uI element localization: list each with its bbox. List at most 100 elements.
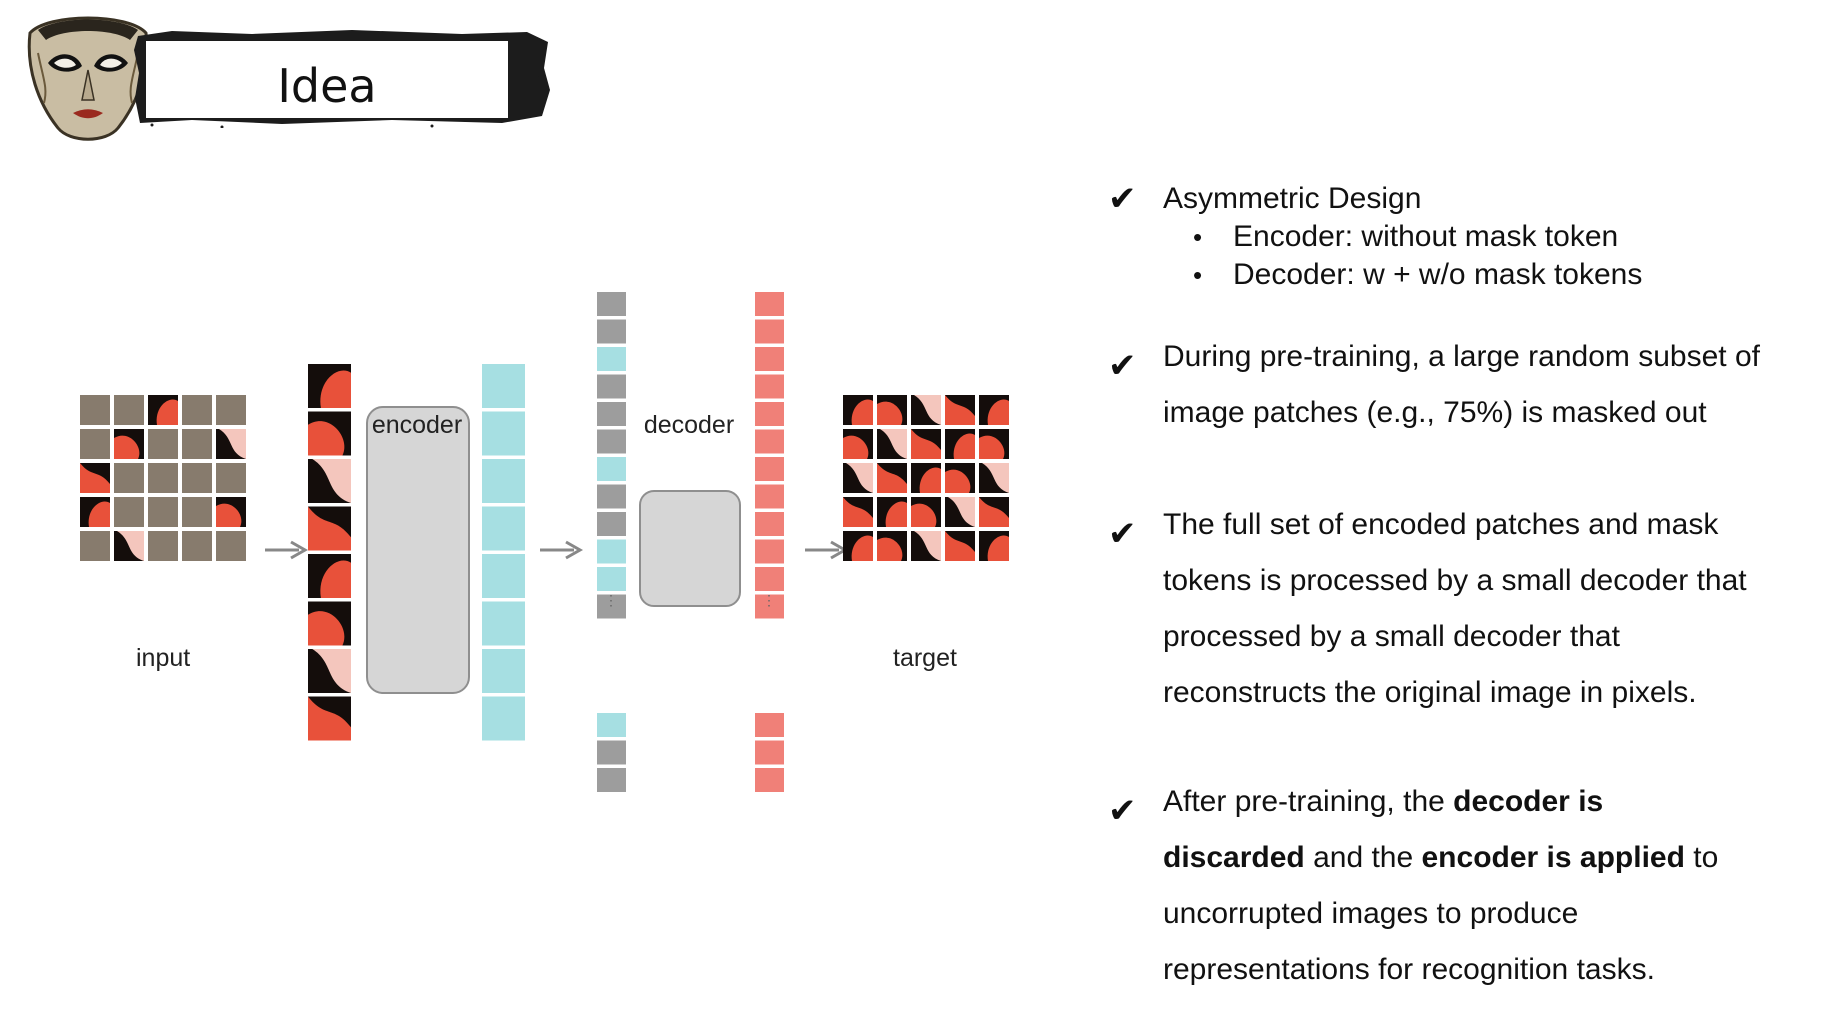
input-masked-patch: [148, 463, 178, 493]
text-run: to uncorrupted images to produce represe…: [1163, 841, 1719, 986]
output-token: [755, 319, 784, 344]
mask-token: [597, 374, 626, 399]
encoded-token: [482, 601, 525, 646]
venetian-mask-logo: [18, 8, 158, 158]
title-banner: [132, 28, 552, 129]
target-patch-shape: [851, 535, 873, 561]
input-visible-patch-shape: [80, 463, 110, 493]
target-patch-shape: [911, 503, 937, 527]
visible-patch-shape: [320, 370, 351, 408]
encoded-token: [597, 713, 626, 737]
visible-patch-shape: [308, 696, 351, 741]
encoded-token: [597, 347, 626, 371]
bullet-text: After pre-training, the decoder is disca…: [1163, 774, 1753, 998]
output-token: [755, 347, 784, 371]
check-icon: ✔: [1108, 514, 1137, 554]
target-label: target: [893, 644, 957, 672]
output-token: [755, 539, 784, 564]
arrow-head: [565, 540, 584, 560]
input-masked-patch: [114, 395, 144, 425]
input-masked-patch: [148, 497, 178, 527]
check-icon: ✔: [1108, 179, 1137, 219]
output-token: [755, 429, 784, 454]
sub-bullet-item: Encoder: without mask token: [1193, 218, 1808, 256]
target-patch-shape: [979, 497, 1009, 527]
encoded-token: [597, 567, 626, 591]
input-masked-patch: [80, 429, 110, 459]
input-masked-patch: [182, 429, 212, 459]
output-token: [755, 457, 784, 481]
bullet-text: During pre-training, a large random subs…: [1163, 340, 1760, 429]
encoded-token: [482, 554, 525, 598]
bold-text-run: encoder is applied: [1421, 841, 1685, 874]
target-patch-shape: [880, 429, 907, 459]
visible-patch-shape: [312, 649, 351, 693]
output-token: [755, 740, 784, 765]
target-patch-shape: [846, 463, 873, 493]
input-masked-patch: [80, 531, 110, 561]
decoder-box: [639, 490, 741, 607]
mask-token: [597, 484, 626, 509]
target-patch-shape: [885, 501, 907, 527]
input-visible-patch-shape: [114, 435, 140, 459]
target-patch-shape: [953, 433, 975, 459]
visible-patch-shape: [312, 459, 351, 503]
target-patch-shape: [843, 435, 869, 459]
mask-token: [597, 319, 626, 344]
encoded-token: [482, 459, 525, 503]
target-patch-shape: [945, 531, 975, 561]
text-run: After pre-training, the: [1163, 785, 1454, 818]
encoded-token: [482, 364, 525, 408]
input-masked-patch: [216, 531, 246, 561]
encoded-token: [482, 649, 525, 693]
target-patch-shape: [919, 467, 941, 493]
encoder-box: [366, 406, 470, 694]
slide-title: Idea: [277, 59, 377, 113]
input-masked-patch: [182, 531, 212, 561]
target-patch-shape: [987, 399, 1009, 425]
target-patch-shape: [987, 535, 1009, 561]
input-visible-patch-shape: [88, 501, 110, 527]
target-patch-shape: [914, 531, 941, 561]
target-patch-shape: [877, 537, 903, 561]
target-patch-shape: [945, 395, 975, 425]
visible-patch-shape: [308, 421, 345, 456]
visible-patch-shape: [320, 560, 351, 598]
mask-token: [597, 402, 626, 426]
output-token: [755, 374, 784, 399]
ellipsis-icon: ⋮: [762, 592, 776, 608]
bullet-text: The full set of encoded patches and mask…: [1163, 508, 1747, 709]
input-masked-patch: [114, 497, 144, 527]
check-icon: ✔: [1108, 346, 1137, 386]
check-icon: ✔: [1108, 791, 1137, 831]
encoded-token: [482, 506, 525, 551]
output-token: [755, 594, 784, 619]
arrow-head: [290, 540, 309, 560]
input-masked-patch: [148, 429, 178, 459]
target-patch-shape: [851, 399, 873, 425]
target-patch-shape: [979, 435, 1005, 459]
input-masked-patch: [216, 395, 246, 425]
output-token: [755, 402, 784, 426]
output-token: [755, 484, 784, 509]
target-patch-shape: [948, 497, 975, 527]
input-visible-patch-shape: [117, 531, 144, 561]
sub-bullet-item: Decoder: w + w/o mask tokens: [1193, 256, 1808, 294]
input-masked-patch: [80, 395, 110, 425]
decoder-label: decoder: [643, 410, 735, 439]
target-patch-shape: [982, 463, 1009, 493]
input-masked-patch: [216, 463, 246, 493]
mask-token: [597, 594, 626, 619]
input-masked-patch: [182, 497, 212, 527]
target-patch-shape: [945, 469, 971, 493]
bullet-masking: ✔ During pre-training, a large random su…: [1108, 329, 1808, 441]
output-token: [755, 713, 784, 737]
input-label: input: [136, 644, 191, 672]
input-masked-patch: [148, 531, 178, 561]
output-token: [755, 292, 784, 316]
target-patch-shape: [877, 463, 907, 493]
encoded-token: [482, 411, 525, 456]
target-patch-shape: [914, 395, 941, 425]
output-token: [755, 512, 784, 536]
encoded-token: [597, 457, 626, 481]
